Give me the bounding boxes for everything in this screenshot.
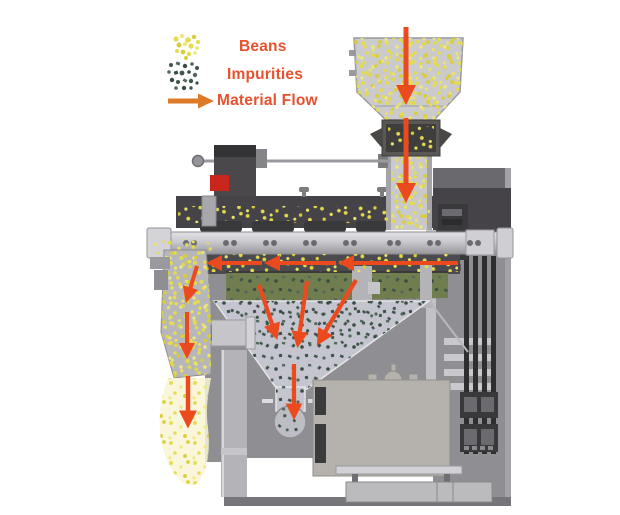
motor-mount-plate: [335, 465, 463, 475]
discharge-sieve: [226, 264, 448, 308]
bean-discharge-chute: [150, 239, 214, 379]
base-box: [345, 481, 493, 503]
flow-arrow-chute-upper: [182, 265, 199, 303]
impurities-cluster-icon: [167, 61, 199, 91]
agitator-assembly: [191, 145, 390, 227]
sieve-bracket: [352, 266, 372, 304]
legend-label-material-flow: Material Flow: [217, 92, 318, 109]
beans-in-drum: [178, 206, 430, 223]
vibratory-feeder: [370, 119, 452, 157]
motor: [312, 363, 493, 503]
beans-cluster-icon: [173, 33, 200, 60]
lower-pulley-blocks: [460, 392, 498, 452]
housing-bolt: [377, 187, 387, 197]
flow-arrow-funnel-mid: [291, 280, 310, 349]
housing-bolt: [299, 187, 309, 197]
rod-knob: [191, 154, 205, 168]
side-pipe: [205, 316, 256, 350]
legend-label-impurities: Impurities: [227, 66, 304, 83]
flow-arrow-icon: [168, 93, 214, 109]
bean-stream: [159, 378, 211, 486]
material-flow-arrows: [179, 27, 458, 429]
gearbox-red-lever: [210, 175, 229, 191]
flow-arrow-funnel-left: [257, 284, 280, 340]
legend-label-beans: Beans: [239, 38, 287, 55]
beans-in-hopper: [354, 38, 463, 120]
drive-belts: [464, 256, 496, 454]
left-frame-column: [221, 350, 247, 497]
flow-arrow-funnel-right: [316, 278, 358, 346]
separation-drum: [146, 206, 514, 272]
